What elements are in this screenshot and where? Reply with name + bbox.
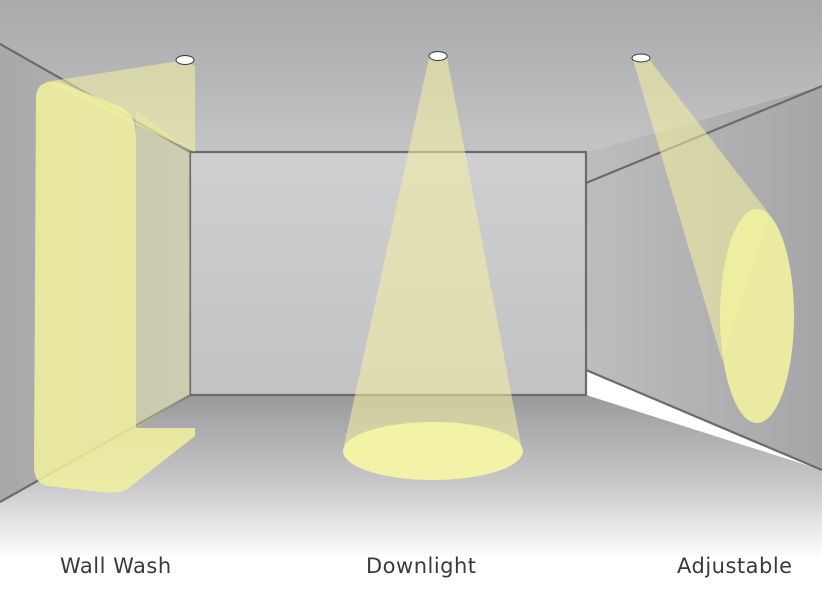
wall-wash-fixture: [175, 55, 195, 65]
wall-wash-light: [34, 55, 195, 493]
downlight-beam: [343, 58, 522, 450]
wall-wash-beam: [45, 60, 195, 152]
downlight: [343, 51, 523, 480]
downlight-label: Downlight: [366, 554, 477, 578]
adjustable-light: [631, 53, 794, 423]
wall-wash-label: Wall Wash: [60, 554, 172, 578]
adjustable-pool: [720, 209, 794, 423]
adjustable-fixture: [631, 53, 651, 63]
adjustable-label: Adjustable: [677, 554, 793, 578]
ceiling: [0, 0, 822, 152]
wall-wash-beam-front: [136, 110, 190, 428]
downlight-fixture: [428, 51, 448, 61]
wall-wash-pool: [34, 81, 195, 493]
downlight-pool: [343, 422, 523, 480]
